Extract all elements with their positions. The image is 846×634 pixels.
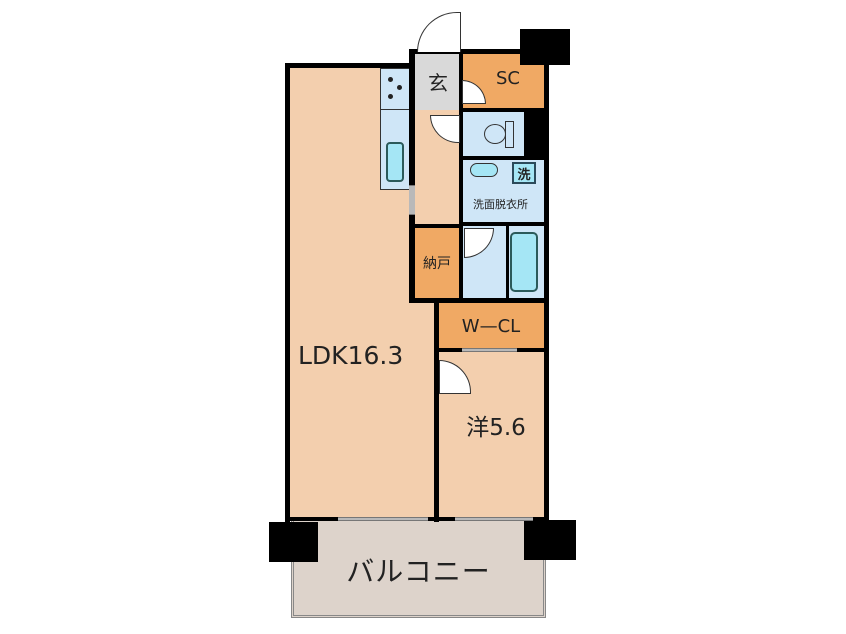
western-label: 洋5.6 (466, 415, 526, 441)
ldk-label: LDK16.3 (298, 341, 404, 370)
room-closet: 納戸 (414, 228, 460, 298)
wall (434, 298, 439, 522)
washbasin-icon (470, 163, 498, 177)
washer-icon: 洗 (512, 162, 536, 184)
washroom-label: 洗面脱衣所 (473, 198, 528, 211)
front-door-icon (417, 12, 461, 52)
entrance-label: 玄 (428, 71, 448, 95)
corridor-sliding-door (409, 185, 415, 215)
pillar (269, 522, 318, 562)
wall (409, 49, 415, 303)
wall (524, 108, 546, 160)
wall (462, 222, 546, 226)
wall (462, 156, 546, 160)
wall (285, 63, 415, 68)
wcl-label: W—CL (461, 315, 521, 337)
sink-icon (386, 142, 404, 182)
closet-sliding-door (462, 348, 517, 352)
closet-label: 納戸 (423, 256, 451, 272)
pillar (520, 29, 570, 65)
wall (409, 298, 549, 303)
toilet-icon (484, 124, 506, 144)
room-wcl: W—CL (438, 303, 544, 349)
balcony: バルコニー (291, 518, 546, 618)
toilet-tank-icon (505, 121, 514, 148)
wall (462, 108, 546, 112)
wall (506, 226, 509, 298)
room-entrance: 玄 (414, 53, 462, 110)
balcony-label: バルコニー (346, 555, 491, 588)
wall (409, 49, 549, 54)
wall (409, 224, 463, 228)
bathtub-icon (510, 232, 538, 292)
wall (544, 49, 549, 522)
balcony-window (455, 517, 533, 521)
sc-label: SC (496, 68, 520, 89)
balcony-window (338, 517, 428, 521)
pillar (524, 520, 576, 560)
wall (285, 63, 290, 522)
wall (459, 53, 463, 303)
stove-icon (380, 68, 410, 110)
